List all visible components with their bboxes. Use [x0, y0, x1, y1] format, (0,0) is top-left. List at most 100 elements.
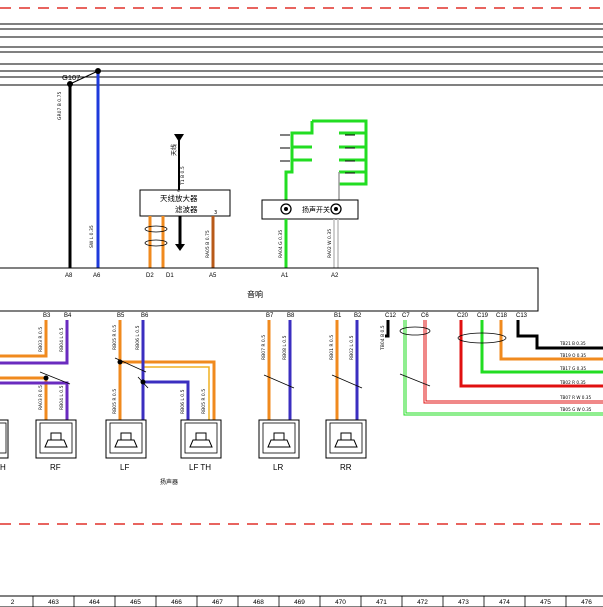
antenna-amplifier: 天线 T1 B 0.5 4 天线放大器 滤波器 3 RA05 B 0.75: [139, 134, 231, 268]
pin-C13: C13: [516, 313, 528, 319]
footer-cell: 467: [212, 599, 223, 606]
speaker-label: LF TH: [189, 463, 211, 472]
svg-text:RB01 R 0.5: RB01 R 0.5: [329, 335, 335, 360]
svg-text:RB08 L 0.5: RB08 L 0.5: [282, 335, 288, 360]
antenna-icon: [174, 134, 184, 142]
pin-C6: C6: [421, 313, 429, 319]
amp-output-wires: TB04 B 0.5 TB21 B 0.35 TB19 O 0.35 TB17 …: [380, 320, 603, 416]
footer-cell: 465: [130, 599, 141, 606]
connector-icon: [280, 203, 292, 215]
tweeter-switch-harness: 扬声开关 RA04 G 0.35 RA02 W 0.35: [261, 119, 368, 268]
amp-pin-top: 4: [177, 188, 180, 194]
splice-dot: [67, 81, 73, 87]
svg-text:RB02 L 0.5: RB02 L 0.5: [349, 335, 355, 360]
tweeter-left-wire-label: RA04 G 0.35: [278, 230, 284, 258]
shield-ring: [144, 225, 168, 233]
ground-wire-label: GR07 B 0.75: [57, 92, 63, 120]
amp-out-wire-label: RA05 B 0.75: [205, 230, 211, 258]
speaker-label: H: [0, 463, 6, 472]
svg-text:TB19 O 0.35: TB19 O 0.35: [559, 353, 586, 358]
pin-C12: C12: [385, 313, 397, 319]
speaker-group-label: 扬声器: [160, 478, 178, 486]
pin-A5: A5: [209, 273, 217, 279]
pin-A6: A6: [93, 273, 101, 279]
pin-C18: C18: [496, 313, 508, 319]
pin-C19: C19: [477, 313, 489, 319]
svg-text:TB07 R W 0.35: TB07 R W 0.35: [559, 395, 591, 400]
antenna-wire-label: T1 B 0.5: [180, 166, 186, 186]
speaker-icon: [334, 432, 358, 448]
blue-wire-label: SW L 0.35: [89, 225, 95, 248]
pin-D2: D2: [146, 273, 154, 279]
antenna-label: 天线: [170, 144, 178, 156]
speaker-RF: RF: [35, 419, 77, 472]
svg-text:TB05 G W 0.35: TB05 G W 0.35: [559, 407, 592, 412]
ground-label: G107: [62, 73, 80, 82]
splice-dot: [117, 359, 123, 365]
radio-box: [0, 267, 539, 312]
connector-icon: [330, 203, 342, 215]
speaker-icon: [44, 432, 68, 448]
svg-text:RB05 R 0.5: RB05 R 0.5: [112, 389, 118, 414]
connector-ticks: [280, 134, 355, 174]
footer-cell: 464: [89, 599, 100, 606]
pin-A2: A2: [331, 273, 339, 279]
speaker-H: H: [0, 419, 9, 472]
footer-cell: 472: [417, 599, 428, 606]
tweeter-switch-title: 扬声开关: [302, 205, 330, 214]
speaker-LF-TH: LF TH: [180, 419, 222, 472]
speaker-label: RF: [50, 463, 61, 472]
pin-B7: B7: [266, 313, 274, 319]
svg-text:TB21 B 0.35: TB21 B 0.35: [559, 341, 586, 346]
speaker-LR: LR: [258, 419, 300, 472]
svg-text:RB05 R 0.5: RB05 R 0.5: [201, 389, 207, 414]
ground-wire: G107 GR07 B 0.75: [57, 70, 99, 268]
pin-B8: B8: [287, 313, 295, 319]
svg-text:TB04 B 0.5: TB04 B 0.5: [380, 325, 386, 351]
pin-C7: C7: [402, 313, 410, 319]
pin-B5: B5: [117, 313, 125, 319]
footer-cell: 476: [581, 599, 592, 606]
splice-dot: [140, 379, 146, 385]
pin-B6: B6: [141, 313, 149, 319]
radio-title: 音响: [247, 289, 263, 299]
pin-B2: B2: [354, 313, 362, 319]
footer-cell: 466: [171, 599, 182, 606]
speaker-label: LR: [273, 463, 283, 472]
footer-cell: 2: [11, 599, 15, 606]
radio-bottom-pins: B3 B4 B5 B6 B7 B8 B1 B2 C12 C7 C6 C20 C1…: [43, 313, 528, 319]
amp-subtitle: 滤波器: [175, 204, 198, 214]
speaker-icon: [189, 432, 213, 448]
svg-text:RB07 R 0.5: RB07 R 0.5: [261, 335, 267, 360]
pin-A8: A8: [65, 273, 73, 279]
rf-speaker-wires: RB03 R 0.5 RB04 L 0.5 RA03 R 0.5 RB04 L …: [0, 320, 71, 420]
footer-cell: 463: [48, 599, 59, 606]
footer-cell: 470: [335, 599, 346, 606]
splice-dot: [95, 68, 101, 74]
splice-dot: [43, 375, 49, 381]
speaker-label: LF: [120, 463, 129, 472]
blue-power-wire: SW L 0.35: [89, 68, 101, 268]
svg-text:RB06 L 0.5: RB06 L 0.5: [135, 325, 141, 350]
speaker-label: RR: [340, 463, 352, 472]
amplifier-box: [139, 189, 231, 217]
speaker-icon: [267, 432, 291, 448]
pin-D1: D1: [166, 273, 174, 279]
ground-arrow-icon: [175, 244, 185, 251]
pin-B3: B3: [43, 313, 51, 319]
shield-ring: [457, 332, 507, 344]
footer-cell: 474: [499, 599, 510, 606]
bus-lines: [0, 23, 603, 86]
footer-cell: 473: [458, 599, 469, 606]
pin-C20: C20: [457, 313, 469, 319]
pin-A1: A1: [281, 273, 289, 279]
shield-ring: [399, 326, 431, 336]
svg-text:RB04 L 0.5: RB04 L 0.5: [59, 327, 65, 352]
footer-cell: 471: [376, 599, 387, 606]
speaker-LF: LF: [105, 419, 147, 472]
pin-B1: B1: [334, 313, 342, 319]
amp-title: 天线放大器: [160, 193, 198, 203]
svg-text:RB05 R 0.5: RB05 R 0.5: [112, 325, 118, 350]
